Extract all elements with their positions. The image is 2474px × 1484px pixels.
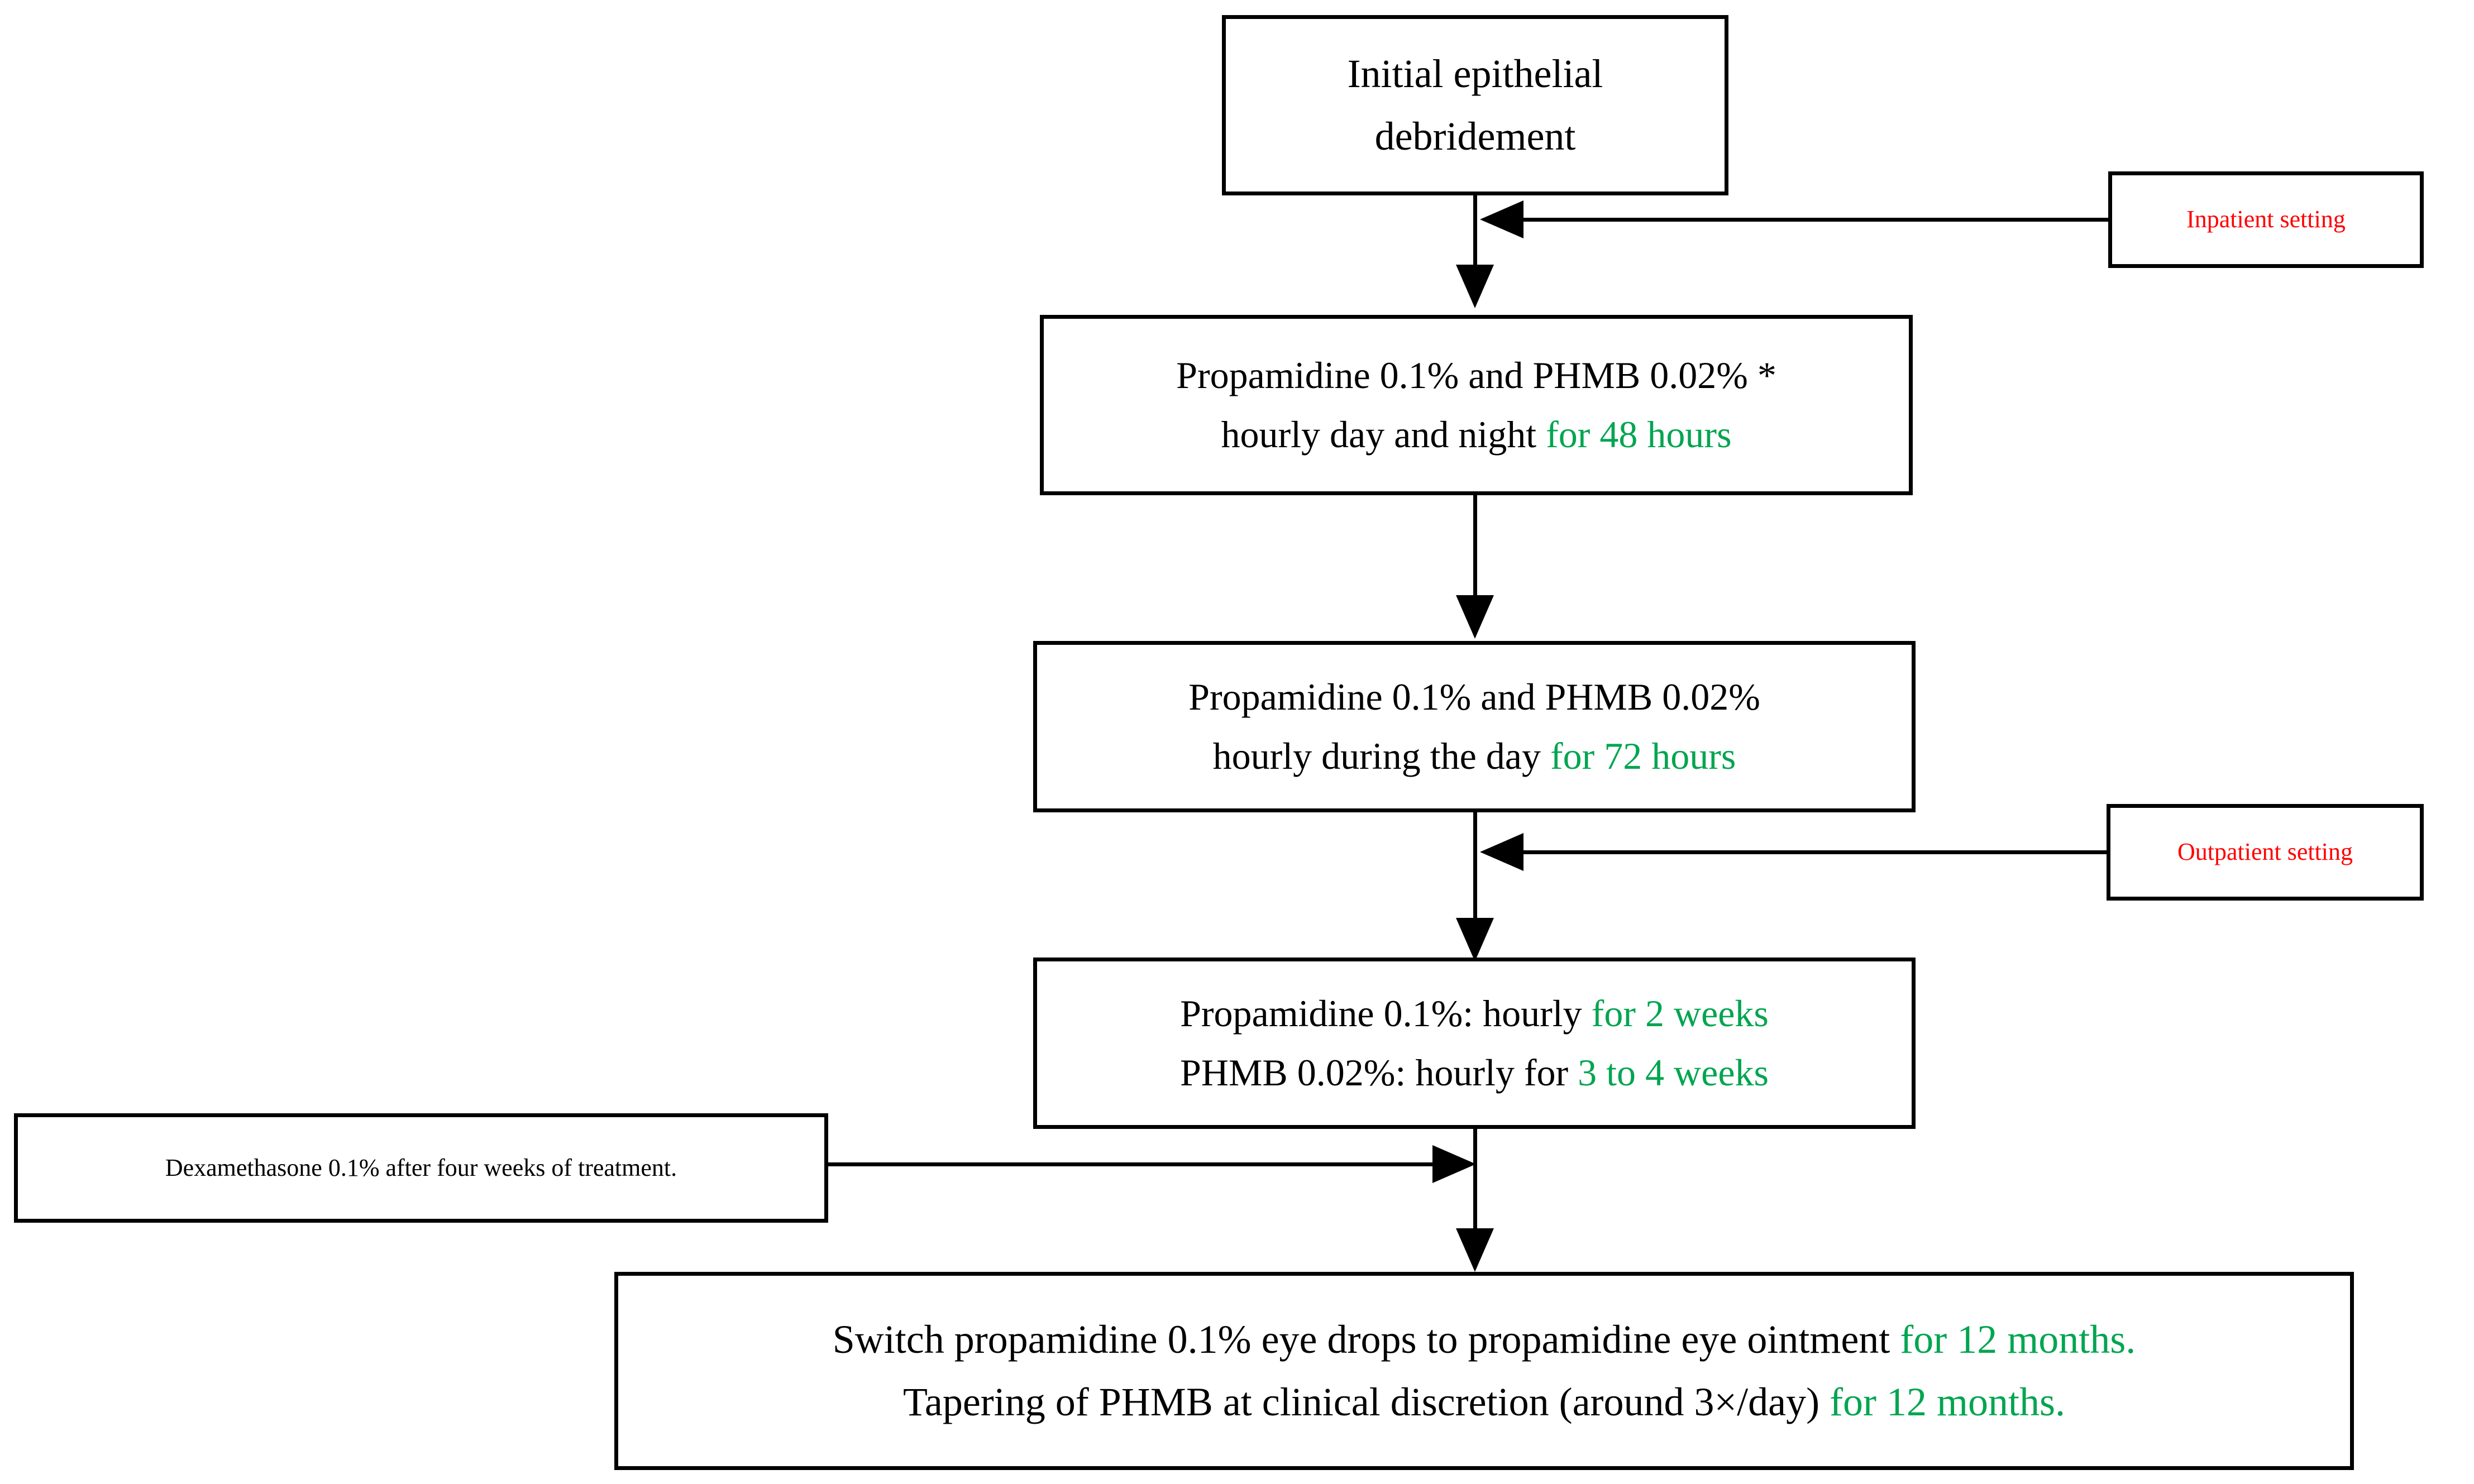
node-phase3-weeks: Propamidine 0.1%: hourly for 2 weeks PHM…	[1033, 958, 1916, 1129]
node-phase1-line-2-duration: for 48 hours	[1546, 413, 1732, 456]
arrowhead-phase1-to-phase2	[1456, 595, 1494, 639]
node-maintenance-line-1-duration: for 12 months.	[1900, 1317, 2136, 1362]
node-phase2-72-hours: Propamidine 0.1% and PHMB 0.02% hourly d…	[1033, 641, 1916, 812]
node-phase1-line-2: hourly day and night for 48 hours	[1221, 405, 1731, 464]
node-initial-debridement-line-1: Initial epithelial	[1347, 51, 1603, 96]
node-initial-debridement: Initial epithelial debridement	[1222, 15, 1728, 195]
connector-inpatient-to-main	[1523, 218, 2110, 222]
node-maintenance-line-2-duration: for 12 months.	[1830, 1379, 2066, 1424]
node-phase1-48-hours: Propamidine 0.1% and PHMB 0.02% * hourly…	[1040, 315, 1913, 495]
arrowhead-phase3-to-maintenance	[1456, 1228, 1494, 1272]
node-phase2-line-2-duration: for 72 hours	[1550, 734, 1736, 777]
node-dexamethasone-label: Dexamethasone 0.1% after four weeks of t…	[165, 1153, 677, 1181]
arrowhead-inpatient-to-main	[1480, 200, 1523, 238]
arrowhead-outpatient-to-main	[1480, 833, 1523, 871]
node-maintenance-line-2-black: Tapering of PHMB at clinical discretion …	[902, 1379, 1830, 1424]
node-phase1-line-2-black: hourly day and night	[1221, 413, 1546, 456]
node-maintenance-line-1-black: Switch propamidine 0.1% eye drops to pro…	[832, 1317, 1900, 1362]
connector-outpatient-to-main	[1523, 850, 2108, 854]
node-phase3-line-1: Propamidine 0.1%: hourly for 2 weeks	[1180, 984, 1769, 1043]
node-outpatient-setting-label: Outpatient setting	[2177, 838, 2353, 866]
node-phase3-line-2-duration: 3 to 4 weeks	[1578, 1051, 1769, 1094]
node-phase2-line-2: hourly during the day for 72 hours	[1213, 727, 1736, 786]
connector-debridement-to-phase1	[1473, 195, 1477, 268]
arrowhead-dexamethasone-to-main	[1432, 1145, 1476, 1183]
connector-phase2-to-phase3	[1473, 812, 1477, 921]
connector-phase1-to-phase2	[1473, 495, 1477, 599]
node-phase3-line-2-black: PHMB 0.02%: hourly for	[1180, 1051, 1578, 1094]
node-phase3-line-1-duration: for 2 weeks	[1591, 992, 1769, 1035]
node-maintenance-line-2: Tapering of PHMB at clinical discretion …	[903, 1371, 2065, 1434]
node-dexamethasone: Dexamethasone 0.1% after four weeks of t…	[14, 1113, 828, 1223]
node-phase1-line-1: Propamidine 0.1% and PHMB 0.02% *	[1176, 354, 1776, 397]
node-inpatient-setting: Inpatient setting	[2108, 171, 2424, 268]
node-phase3-line-1-black: Propamidine 0.1%: hourly	[1180, 992, 1592, 1035]
node-outpatient-setting: Outpatient setting	[2107, 804, 2424, 901]
node-maintenance-line-1: Switch propamidine 0.1% eye drops to pro…	[833, 1309, 2136, 1371]
node-phase2-line-1: Propamidine 0.1% and PHMB 0.02%	[1188, 676, 1760, 719]
node-inpatient-setting-label: Inpatient setting	[2186, 205, 2346, 233]
arrowhead-debridement-to-phase1	[1456, 265, 1494, 308]
node-initial-debridement-line-2: debridement	[1374, 113, 1576, 159]
arrowhead-phase2-to-phase3	[1456, 918, 1494, 961]
node-phase2-line-2-black: hourly during the day	[1212, 734, 1550, 777]
node-phase3-line-2: PHMB 0.02%: hourly for 3 to 4 weeks	[1180, 1043, 1769, 1102]
node-maintenance: Switch propamidine 0.1% eye drops to pro…	[614, 1272, 2354, 1470]
connector-dexamethasone-to-main	[828, 1162, 1437, 1166]
